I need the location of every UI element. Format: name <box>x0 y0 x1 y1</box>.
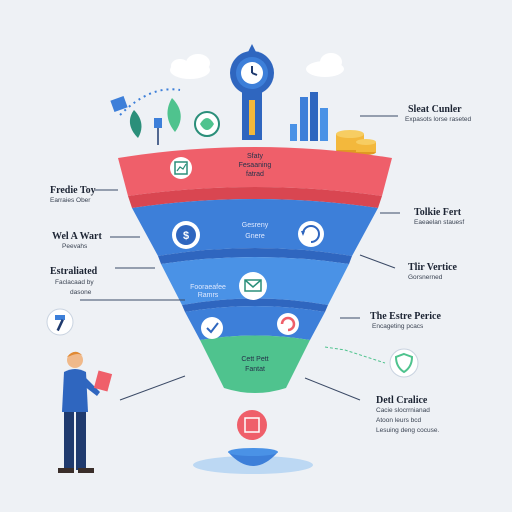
right-label-2-sub: Eaeaelan stauesf <box>414 219 465 226</box>
cloud-icon <box>170 53 344 79</box>
right-label-1-sub: Expasots lorse raseted <box>405 116 472 123</box>
dollar-icon: $ <box>172 221 200 249</box>
right-label-3-sub: Gorsnerned <box>408 274 443 281</box>
globe-icon <box>194 111 220 137</box>
bar-chart-icon <box>290 92 328 141</box>
email-icon <box>239 272 267 300</box>
right-label-2-title: Tolkie Fert <box>414 207 462 218</box>
right-label-5-sub3: Lesuing deng cocuse. <box>376 427 440 434</box>
sync-icon <box>277 313 299 335</box>
funnel-band3-line2: Ramrs <box>197 292 219 299</box>
funnel-top-title: Sfaty <box>247 153 263 160</box>
book-icon <box>110 95 128 113</box>
left-label-3-sub: Faclacaad by <box>55 279 94 286</box>
left-label-4-sub: dasone <box>70 289 92 296</box>
funnel-mid-line2: Gnere <box>245 233 265 240</box>
bowl-icon <box>193 410 313 474</box>
right-label-1-title: Sleat Cunler <box>408 104 462 115</box>
left-label-1-sub: Earraies Ober <box>50 197 91 204</box>
leaf-icon <box>129 98 181 145</box>
left-label-1-title: Fredie Toy <box>50 185 96 196</box>
svg-text:$: $ <box>183 230 189 242</box>
funnel-band3-line1: Fooraeafee <box>190 284 226 291</box>
hammer-icon <box>46 308 74 336</box>
left-label-3-title: Estraliated <box>50 266 98 277</box>
funnel-bottom-line2: Fantat <box>245 366 265 373</box>
left-label-2-title: Wel A Wart <box>52 231 102 242</box>
right-label-5-sub: Cacie slocrrnianad <box>376 407 430 414</box>
coins-icon <box>336 130 376 155</box>
funnel-top-line2: Fesaaning <box>238 162 272 169</box>
person-figure <box>58 351 113 473</box>
refresh-icon <box>298 221 324 247</box>
funnel-top-line3: fatrad <box>246 171 264 178</box>
chart-doc-icon <box>170 157 192 179</box>
right-label-4-title: The Estre Perice <box>370 311 441 322</box>
shield-icon <box>389 348 419 378</box>
funnel-band-bottom <box>200 335 310 393</box>
check-icon <box>201 317 223 339</box>
funnel-mid-title: Gesreny <box>241 222 269 229</box>
right-label-4-sub: Encageting pcacs <box>372 323 424 330</box>
gear-clock-icon <box>230 44 274 140</box>
left-label-2-sub: Peevahs <box>62 243 88 250</box>
right-label-3-title: Tlir Vertice <box>408 262 457 273</box>
right-label-5-sub2: Atoon leurs bcd <box>376 417 422 424</box>
funnel-bottom-title: Cett Pett <box>241 356 269 363</box>
right-label-5-title: Detl Cralice <box>376 395 428 406</box>
